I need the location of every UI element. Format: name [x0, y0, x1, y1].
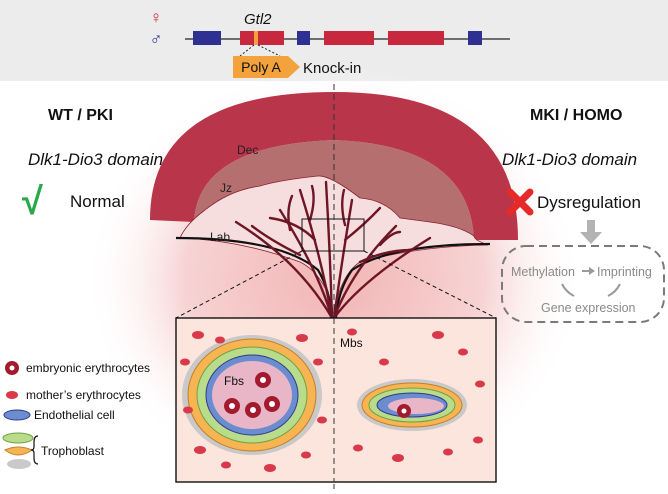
legend-maternal-label: mother’s erythrocytes — [26, 388, 141, 402]
magnified-view: Fbs — [175, 317, 497, 483]
exon-blue-2 — [297, 31, 310, 45]
legend-endothelial-icon — [3, 409, 31, 421]
legend-maternal-icon — [6, 391, 18, 399]
embryonic-erythrocytes-left — [224, 372, 280, 418]
mbs-label: Mbs — [340, 336, 363, 350]
dec-label: Dec — [237, 143, 258, 157]
polya-insert-site — [254, 31, 258, 45]
fetal-lumen-left — [212, 361, 292, 429]
arrow-to-expression-right-icon — [607, 283, 621, 297]
exon-red-1 — [240, 31, 284, 45]
exon-blue-3 — [468, 31, 482, 45]
left-title: WT / PKI — [48, 107, 113, 124]
lab-label: Lab — [210, 230, 230, 244]
legend-embryonic-label: embryonic erythrocytes — [26, 361, 150, 375]
check-icon: √ — [22, 181, 43, 223]
fetal-lumen-right — [388, 398, 444, 414]
polya-arrow — [233, 56, 300, 78]
maternal-erythrocytes-left — [180, 331, 327, 472]
right-title: MKI / HOMO — [530, 107, 622, 124]
zoom-line-right — [363, 250, 497, 319]
legend-endothelial-label: Endothelial cell — [34, 408, 115, 422]
polya-label: Poly A — [241, 59, 281, 75]
maternal-erythrocytes-right — [347, 328, 485, 462]
legend-bracket — [30, 435, 39, 465]
imprinting-label: Imprinting — [597, 265, 652, 279]
zoom-box — [301, 218, 365, 252]
legend-trophoblast-gray-icon — [7, 459, 31, 469]
fbs-label: Fbs — [224, 374, 244, 388]
jz-label: Jz — [220, 181, 232, 195]
vessel-tree — [234, 180, 432, 320]
gene-name-label: Gtl2 — [244, 11, 272, 28]
female-symbol: ♀ — [150, 8, 163, 27]
decidua-layer — [150, 92, 518, 240]
regulation-box — [501, 245, 665, 323]
down-arrow-icon — [580, 220, 602, 244]
exon-red-2 — [324, 31, 374, 45]
legend-trophoblast-label: Trophoblast — [41, 444, 105, 458]
insert-dash-right — [257, 44, 281, 57]
right-status: Dysregulation — [537, 193, 641, 212]
methylation-label: Methylation — [511, 265, 575, 279]
gene-structure: Poly A Knock-in Gtl2 ♀ ♂ — [150, 8, 510, 78]
knockin-label: Knock-in — [303, 60, 361, 77]
cross-icon — [506, 188, 534, 216]
right-domain: Dlk1-Dio3 domain — [502, 150, 637, 169]
exon-blue-1 — [193, 31, 221, 45]
left-domain: Dlk1-Dio3 domain — [28, 150, 163, 169]
arrow-to-expression-left-icon — [561, 283, 575, 297]
zoom-line-left — [175, 250, 303, 319]
legend-trophoblast-orange-icon — [4, 446, 34, 456]
male-symbol: ♂ — [150, 30, 163, 49]
junctional-zone — [194, 140, 474, 240]
legend: embryonic erythrocytes mother’s erythroc… — [2, 361, 150, 469]
exon-red-3 — [388, 31, 444, 45]
left-status: Normal — [70, 192, 125, 211]
gene-expression-label: Gene expression — [541, 301, 636, 315]
legend-trophoblast-green-icon — [2, 432, 34, 444]
insert-dash-left — [239, 44, 255, 57]
